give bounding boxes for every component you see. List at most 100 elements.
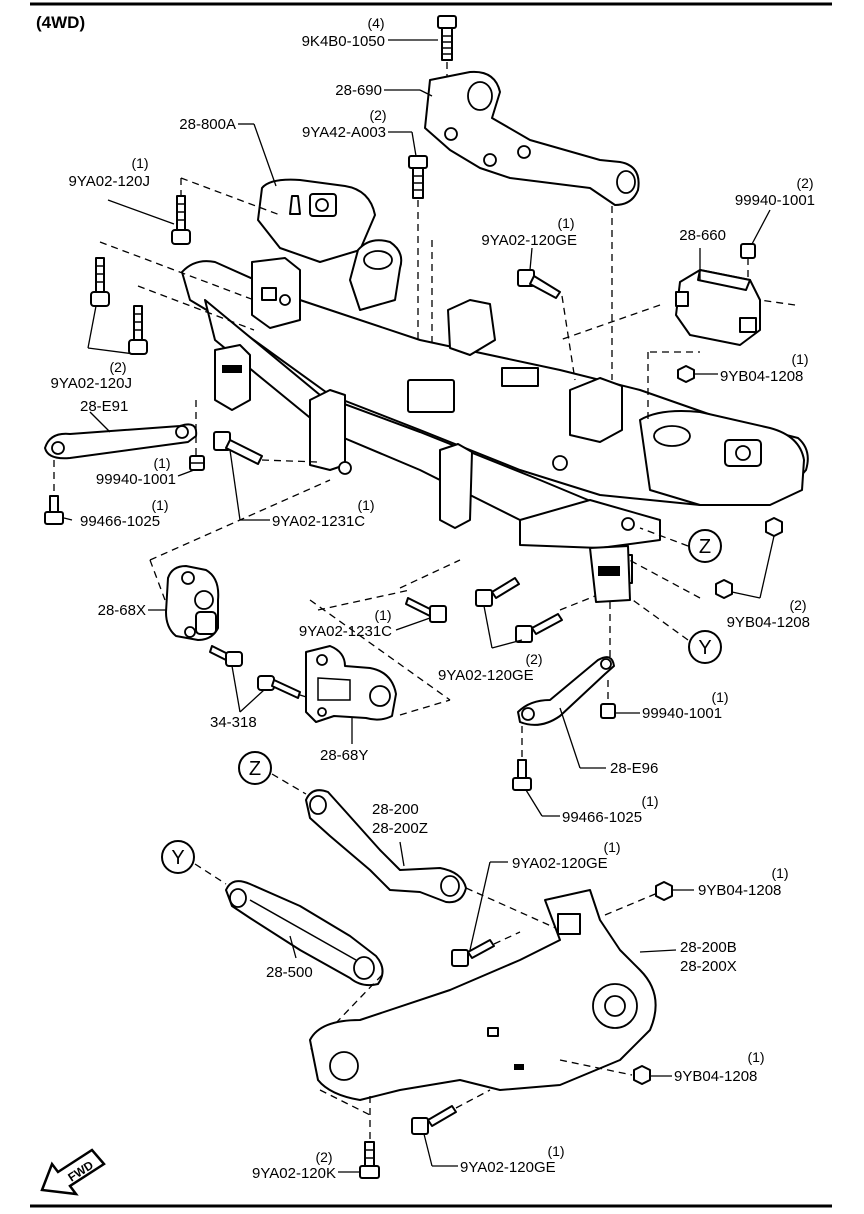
nut-99940-1001-right-icon[interactable] — [600, 703, 616, 719]
nut-99940-1001-left-icon[interactable] — [189, 455, 205, 471]
qty-9ya02-1231c-lower: (1) — [374, 607, 391, 623]
label-9yb04-1208-right: 9YB04-1208 — [727, 614, 810, 631]
label-99466-1025-left: 99466-1025 — [80, 513, 160, 530]
bolt-9ya02-120ge-lowerarm-icon[interactable] — [451, 939, 495, 967]
label-9ya02-1231c-lower: 9YA02-1231C — [299, 623, 392, 640]
nut-9yb04-1208-bottom-icon[interactable] — [633, 1065, 651, 1085]
bolt-9ya02-120j-left-b-icon[interactable] — [128, 305, 148, 355]
label-9yb04-1208-bottom: 9YB04-1208 — [674, 1068, 757, 1085]
svg-text:Z: Z — [249, 758, 261, 780]
leader-lines — [63, 39, 775, 1173]
nut-9yb04-1208-top-icon[interactable] — [677, 365, 695, 383]
bolt-9ya02-120ge-top-icon[interactable] — [517, 269, 561, 299]
mount-28-68x[interactable] — [165, 565, 220, 641]
label-28-200x: 28-200X — [680, 958, 737, 975]
arm-28-500[interactable] — [225, 880, 384, 987]
callout-y-lower: Y — [161, 840, 195, 874]
nut-9yb04-1208-right-a-icon[interactable] — [765, 517, 783, 537]
bolt-9ya02-120ge-mid-b-icon[interactable] — [515, 613, 563, 643]
qty-9yb04-1208-right: (2) — [789, 597, 806, 613]
label-9ya02-120ge-top: 9YA02-120GE — [481, 232, 577, 249]
qty-9yb04-1208-top: (1) — [791, 351, 808, 367]
qty-99466-1025-right: (1) — [641, 793, 658, 809]
label-28-e91: 28-E91 — [80, 398, 128, 415]
crossmember-rear-bracket-right — [589, 545, 631, 603]
qty-9ya42-a003: (2) — [369, 107, 386, 123]
bolt-9ya02-120j-left-a-icon[interactable] — [90, 257, 110, 307]
label-9ya02-120j-top: 9YA02-120J — [69, 173, 150, 190]
bolt-9ya02-120j-top-icon[interactable] — [171, 195, 191, 245]
label-9ya02-120ge-lowerarm: 9YA02-120GE — [512, 855, 608, 872]
label-9ya02-120ge-mid: 9YA02-120GE — [438, 667, 534, 684]
crossmember-front-bushing — [251, 257, 301, 329]
qty-9ya02-120ge-mid: (2) — [525, 651, 542, 667]
qty-99940-1001-right: (1) — [711, 689, 728, 705]
bolt-34-318-a-icon[interactable] — [209, 645, 243, 667]
qty-9ya02-120ge-top: (1) — [557, 215, 574, 231]
label-9ya02-120j-left: 9YA02-120J — [51, 375, 132, 392]
bolt-9ya02-120ge-mid-a-icon[interactable] — [475, 577, 520, 607]
label-28-800a: 28-800A — [179, 116, 236, 133]
qty-99466-1025-left: (1) — [151, 497, 168, 513]
svg-text:Y: Y — [698, 637, 711, 659]
label-9ya02-120ge-bottom: 9YA02-120GE — [460, 1159, 556, 1176]
label-28-500: 28-500 — [266, 964, 313, 981]
label-9ya42-a003: 9YA42-A003 — [302, 124, 386, 141]
bolt-9ya42-a003-icon[interactable] — [408, 155, 428, 199]
bolt-99466-1025-left-icon[interactable] — [44, 495, 64, 525]
bolt-9k4b0-1050-icon[interactable] — [437, 15, 457, 61]
bracket-28-690[interactable] — [424, 70, 640, 206]
link-28-e96[interactable] — [517, 656, 615, 726]
label-28-660: 28-660 — [679, 227, 726, 244]
callout-z-lower: Z — [238, 751, 272, 785]
label-28-690: 28-690 — [335, 82, 382, 99]
callout-y-upper: Y — [688, 630, 722, 664]
label-99466-1025-right: 99466-1025 — [562, 809, 642, 826]
label-99940-1001-right: 99940-1001 — [642, 705, 722, 722]
qty-9k4b0-1050: (4) — [367, 15, 384, 31]
qty-9ya02-120ge-lowerarm: (1) — [603, 839, 620, 855]
label-9yb04-1208-top: 9YB04-1208 — [720, 368, 803, 385]
part-labels: (4) 9K4B0-1050 28-690 28-800A (2) 9YA42-… — [51, 15, 815, 1182]
bolt-34-318-b-icon[interactable] — [257, 675, 301, 699]
bolt-9ya02-120ge-bottom-icon[interactable] — [411, 1105, 457, 1135]
label-28-e96: 28-E96 — [610, 760, 658, 777]
nut-9yb04-1208-lowerarm-icon[interactable] — [655, 881, 673, 901]
svg-text:Y: Y — [171, 847, 184, 869]
label-28-200b: 28-200B — [680, 939, 737, 956]
qty-9yb04-1208-bottom: (1) — [747, 1049, 764, 1065]
bracket-28-68y[interactable] — [305, 645, 397, 723]
label-34-318: 34-318 — [210, 714, 257, 731]
arm-28-200[interactable] — [305, 789, 467, 904]
qty-9ya02-1231c-upper: (1) — [357, 497, 374, 513]
mount-28-660[interactable] — [675, 269, 761, 346]
bolt-9ya02-1231c-lower-icon[interactable] — [405, 597, 447, 623]
qty-9ya02-120j-top: (1) — [131, 155, 148, 171]
label-99940-1001-top: 99940-1001 — [735, 192, 815, 209]
variant-label: (4WD) — [36, 13, 85, 32]
label-9yb04-1208-lowerarm: 9YB04-1208 — [698, 882, 781, 899]
link-28-e91[interactable] — [44, 423, 198, 460]
bolt-9ya02-120k-icon[interactable] — [359, 1141, 380, 1179]
svg-text:Z: Z — [699, 536, 711, 558]
fwd-arrow-icon: FWD — [40, 1148, 106, 1196]
qty-9ya02-120k: (2) — [315, 1149, 332, 1165]
label-9ya02-1231c-upper: 9YA02-1231C — [272, 513, 365, 530]
qty-9ya02-120j-left: (2) — [109, 359, 126, 375]
label-28-200z: 28-200Z — [372, 820, 428, 837]
label-28-68y: 28-68Y — [320, 747, 368, 764]
qty-9ya02-120ge-bottom: (1) — [547, 1143, 564, 1159]
qty-9yb04-1208-lowerarm: (1) — [771, 865, 788, 881]
label-9k4b0-1050: 9K4B0-1050 — [302, 33, 385, 50]
knuckle-28-200b[interactable] — [309, 889, 657, 1101]
bolt-99466-1025-right-icon[interactable] — [512, 759, 532, 791]
nut-9yb04-1208-right-b-icon[interactable] — [715, 579, 733, 599]
label-99940-1001-left: 99940-1001 — [96, 471, 176, 488]
nut-99940-1001-top-icon[interactable] — [740, 243, 756, 259]
callout-z-upper: Z — [688, 529, 722, 563]
label-9ya02-120k: 9YA02-120K — [252, 1165, 336, 1182]
bolt-9ya02-1231c-upper-icon[interactable] — [213, 431, 263, 465]
crossmember-28-800a[interactable] — [181, 178, 809, 584]
label-28-200: 28-200 — [372, 801, 419, 818]
